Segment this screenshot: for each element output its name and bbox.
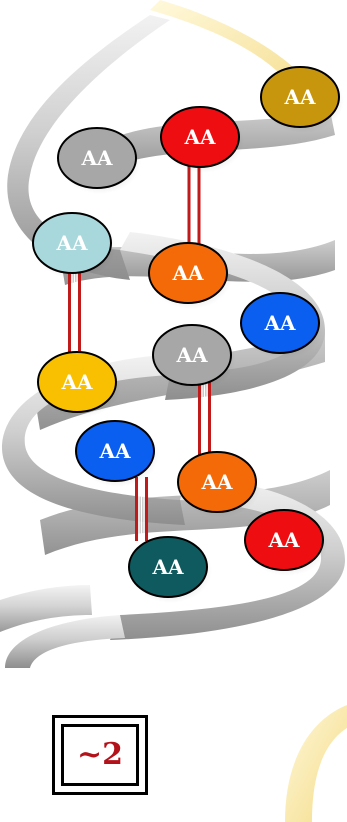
node-ellipse: [160, 106, 240, 168]
amino-acid-node-8: AA: [37, 351, 121, 418]
node-ellipse: [37, 351, 117, 413]
node-ellipse: [75, 420, 155, 482]
node-label: AA: [175, 343, 208, 367]
node-label: AA: [171, 261, 204, 285]
helix-ribbon-tail: [0, 585, 92, 632]
amino-acid-node-7: AA: [152, 324, 236, 391]
node-label: AA: [151, 555, 184, 579]
node-label: AA: [200, 470, 233, 494]
node-ellipse: [260, 66, 340, 128]
helix-ribbon-front-5: [5, 615, 125, 668]
badge: ~2: [52, 715, 148, 795]
node-label: AA: [55, 231, 88, 255]
amino-acid-node-11: AA: [244, 509, 328, 576]
node-ellipse: [240, 292, 320, 354]
node-ellipse: [57, 127, 137, 189]
node-ellipse: [32, 212, 112, 274]
bond-1: [187, 163, 201, 247]
node-ellipse: [152, 324, 232, 386]
node-label: AA: [283, 85, 316, 109]
amino-acid-node-9: AA: [75, 420, 159, 487]
bonds-layer: [68, 163, 211, 541]
node-ellipse: [244, 509, 324, 571]
helix-ribbon-front-2: [120, 232, 325, 400]
node-label: AA: [60, 370, 93, 394]
amino-acid-node-5: AA: [148, 242, 232, 309]
node-label: AA: [267, 528, 300, 552]
amino-acid-node-12: AA: [128, 536, 212, 603]
node-label: AA: [263, 311, 296, 335]
amino-acid-node-3: AA: [57, 127, 141, 194]
node-ellipse: [177, 451, 257, 513]
amino-acid-node-10: AA: [177, 451, 261, 518]
helix-ribbon-front-1: [7, 15, 171, 280]
node-ellipse: [148, 242, 228, 304]
amino-acid-node-2: AA: [160, 106, 244, 173]
amino-acid-node-4: AA: [32, 212, 116, 279]
badge-text: ~2: [76, 737, 123, 772]
nodes-layer: AA AA AA AA AA AA AA AA AA AA AA AA: [32, 66, 344, 603]
bond-4: [135, 477, 148, 541]
gold-swirl-bottom: [285, 705, 347, 822]
node-label: AA: [98, 439, 131, 463]
node-ellipse: [128, 536, 208, 598]
node-label: AA: [183, 125, 216, 149]
bond-2: [68, 269, 81, 356]
amino-acid-node-1: AA: [260, 66, 344, 133]
bond-3: [198, 381, 211, 456]
amino-acid-node-6: AA: [240, 292, 324, 359]
badge-inner-frame: ~2: [61, 724, 139, 786]
node-label: AA: [80, 146, 113, 170]
